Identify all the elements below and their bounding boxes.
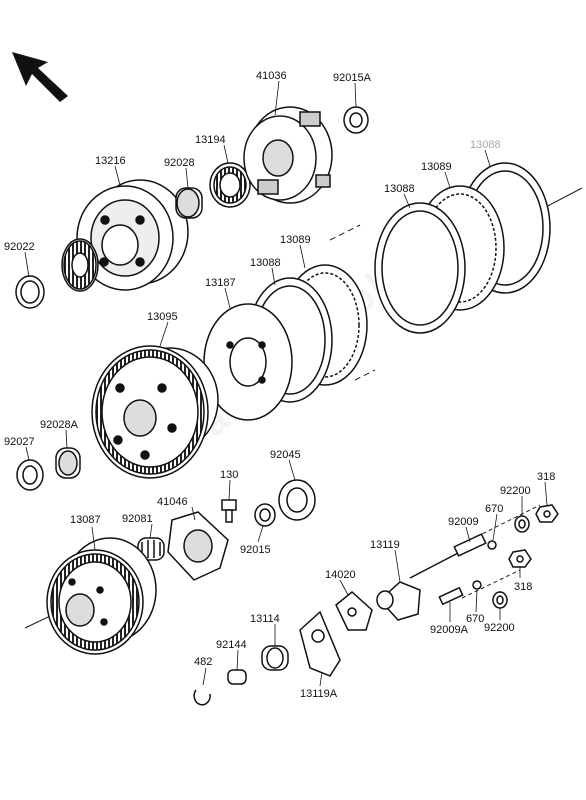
label-13119: 13119 xyxy=(370,539,400,551)
label-482: 482 xyxy=(194,656,213,668)
label-130: 130 xyxy=(220,469,239,481)
part-13194-bearing xyxy=(209,162,251,208)
label-92009A: 92009A xyxy=(430,624,468,636)
part-14020-plate xyxy=(335,591,373,631)
part-92028-bushing xyxy=(175,187,203,219)
part-13119-release-lever xyxy=(376,533,487,621)
part-13087-clutch-hub xyxy=(46,537,157,655)
part-41036-clutch-shoe xyxy=(243,106,333,204)
part-92028A-bushing xyxy=(55,447,81,479)
part-92027-washer xyxy=(16,459,44,491)
part-13095-primary-gear xyxy=(91,345,219,479)
label-92081: 92081 xyxy=(122,513,153,525)
label-92144: 92144 xyxy=(216,639,247,651)
label-318-bot: 318 xyxy=(514,581,533,593)
leader-lines xyxy=(24,80,548,687)
part-318-nuts xyxy=(508,504,559,568)
front-direction-arrow-icon xyxy=(12,52,68,102)
label-92200-top: 92200 xyxy=(500,485,531,497)
part-92045-bearing xyxy=(278,479,316,521)
part-92015-nut xyxy=(254,503,276,527)
label-13087: 13087 xyxy=(70,514,101,526)
part-13114-bushing xyxy=(261,645,289,671)
label-318-top: 318 xyxy=(537,471,556,483)
part-upper-friction-plates xyxy=(374,162,551,334)
label-41036: 41036 xyxy=(256,70,287,82)
part-92009A-stud xyxy=(438,586,464,606)
part-41046-lifter-plate xyxy=(167,511,229,581)
label-670-top: 670 xyxy=(485,503,504,515)
label-92015: 92015 xyxy=(240,544,271,556)
label-13187: 13187 xyxy=(205,277,236,289)
label-92045: 92045 xyxy=(270,449,301,461)
label-13119A: 13119A xyxy=(300,688,338,700)
label-13088-top: 13088 xyxy=(384,183,415,195)
part-92144-spring xyxy=(227,669,247,685)
part-670-o-rings xyxy=(472,540,497,590)
label-670-bot: 670 xyxy=(466,613,485,625)
label-13114: 13114 xyxy=(250,613,280,625)
part-92200-washers xyxy=(492,515,530,609)
label-13088-faint: 13088 xyxy=(470,139,501,151)
part-13216-clutch-housing xyxy=(61,179,189,292)
label-13089-mid: 13089 xyxy=(280,234,311,246)
label-92028A: 92028A xyxy=(40,419,78,431)
label-14020: 14020 xyxy=(325,569,356,581)
label-92015A: 92015A xyxy=(333,72,371,84)
label-13088-mid: 13088 xyxy=(250,257,281,269)
part-130-bolt xyxy=(221,499,237,523)
label-92028: 92028 xyxy=(164,157,195,169)
label-13095: 13095 xyxy=(147,311,178,323)
label-92200-bot: 92200 xyxy=(484,622,515,634)
part-lower-friction-plates xyxy=(203,264,368,421)
label-41046: 41046 xyxy=(157,496,188,508)
label-92022: 92022 xyxy=(4,241,35,253)
label-13089-top: 13089 xyxy=(421,161,452,173)
part-92015A-nut xyxy=(343,106,369,134)
label-92027: 92027 xyxy=(4,436,35,448)
part-92022-washer xyxy=(15,275,45,309)
part-13119A-cam xyxy=(299,610,341,677)
label-92009: 92009 xyxy=(448,516,479,528)
label-13216: 13216 xyxy=(95,155,126,167)
label-13194: 13194 xyxy=(195,134,226,146)
part-482-circlip xyxy=(193,689,211,706)
